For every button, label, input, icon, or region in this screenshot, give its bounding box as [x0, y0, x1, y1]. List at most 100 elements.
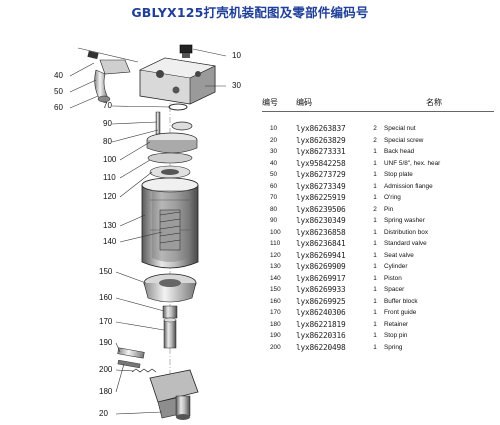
part-description: Spacer — [384, 286, 405, 294]
callout-190: 190 — [99, 338, 113, 347]
part-number: 180 — [270, 320, 281, 328]
part-special-nut — [179, 44, 193, 58]
part-quantity: 1 — [373, 274, 377, 282]
part-number: 100 — [270, 228, 281, 236]
part-number: 130 — [270, 263, 281, 271]
callout-110: 110 — [103, 173, 116, 182]
part-description: Back head — [384, 148, 415, 156]
part-code: lyx86273349 — [296, 181, 346, 191]
part-quantity: 1 — [373, 309, 377, 317]
part-code: lyx86273331 — [296, 147, 346, 157]
part-distribution-box — [146, 132, 198, 154]
part-description: Spring washer — [384, 217, 425, 225]
part-description: O'ring — [384, 194, 401, 202]
part-quantity: 1 — [373, 320, 377, 328]
part-number: 40 — [270, 159, 278, 167]
part-description: Special screw — [384, 136, 424, 144]
callout-160: 160 — [99, 293, 113, 302]
part-number: 20 — [270, 136, 278, 144]
part-description: Front guide — [384, 309, 417, 317]
part-number: 120 — [270, 251, 281, 259]
part-quantity: 1 — [373, 182, 377, 190]
part-quantity: 1 — [373, 286, 377, 294]
part-standard-valve — [147, 152, 193, 164]
callout-200: 200 — [99, 365, 113, 374]
callout-80: 80 — [103, 137, 112, 146]
part-number: 150 — [270, 286, 281, 294]
part-piston — [159, 209, 181, 251]
part-code: lyx86269917 — [296, 273, 346, 283]
part-spring-washer — [171, 121, 193, 131]
part-description: Stop plate — [384, 171, 413, 179]
part-code: lyx86263829 — [296, 135, 346, 145]
table-row: 150 lyx86269933 1 Spacer — [262, 284, 494, 296]
part-number: 60 — [270, 182, 278, 190]
callout-100: 100 — [103, 155, 117, 164]
part-description: Cylinder — [384, 263, 408, 271]
part-number: 10 — [270, 125, 278, 133]
callout-120: 120 — [103, 192, 117, 201]
leader-lines — [69, 48, 227, 415]
part-description: Stop pin — [384, 332, 408, 340]
header-no: 编号 — [262, 98, 278, 107]
part-description: Standard valve — [384, 240, 427, 248]
part-description: Buffer block — [384, 297, 418, 305]
callout-150: 150 — [99, 267, 113, 276]
callout-180: 180 — [99, 387, 113, 396]
part-quantity: 1 — [373, 263, 377, 271]
part-quantity: 1 — [373, 148, 377, 156]
parts-table-header: 编号 编码 名称 — [262, 96, 494, 112]
part-code: lyx86225919 — [296, 193, 346, 203]
part-back-head — [139, 57, 216, 105]
callout-170: 170 — [99, 317, 113, 326]
table-row: 200 lyx86220498 1 Spring — [262, 342, 494, 354]
part-code: lyx86273729 — [296, 170, 346, 180]
part-number: 110 — [270, 240, 281, 248]
part-code: lyx86220498 — [296, 342, 346, 352]
part-admission-flange — [77, 47, 139, 103]
table-row: 20 lyx86263829 2 Special screw — [262, 135, 494, 147]
part-code: lyx86269933 — [296, 285, 346, 295]
part-quantity: 1 — [373, 228, 377, 236]
callout-20: 20 — [99, 409, 108, 418]
part-quantity: 2 — [373, 136, 377, 144]
part-description: Spring — [384, 343, 403, 351]
header-code: 编码 — [296, 98, 312, 107]
part-quantity: 2 — [373, 125, 377, 133]
part-number: 160 — [270, 297, 281, 305]
part-description: Retainer — [384, 320, 409, 328]
part-quantity: 1 — [373, 343, 377, 351]
part-code: lyx86221819 — [296, 319, 346, 329]
part-front-guide — [163, 317, 177, 349]
part-code: lyx86230349 — [296, 216, 346, 226]
part-number: 200 — [270, 343, 281, 351]
part-number: 50 — [270, 171, 278, 179]
part-code: lyx86236858 — [296, 227, 346, 237]
part-number: 190 — [270, 332, 281, 340]
part-code: lyx86269941 — [296, 250, 346, 260]
page-title: GBLYX125打壳机装配图及零部件编码号 — [131, 5, 369, 20]
part-quantity: 1 — [373, 297, 377, 305]
part-code: lyx86269909 — [296, 262, 346, 272]
callout-130: 130 — [103, 221, 117, 230]
part-buffer-block — [162, 305, 178, 319]
part-number: 70 — [270, 194, 278, 202]
part-description: UNF 5/8", hex. hear — [384, 159, 441, 167]
part-description: Special nut — [384, 125, 416, 133]
part-number: 140 — [270, 274, 281, 282]
part-spacer — [143, 273, 197, 303]
callout-10: 10 — [232, 51, 241, 60]
part-quantity: 1 — [373, 159, 377, 167]
part-retainer — [117, 347, 157, 373]
